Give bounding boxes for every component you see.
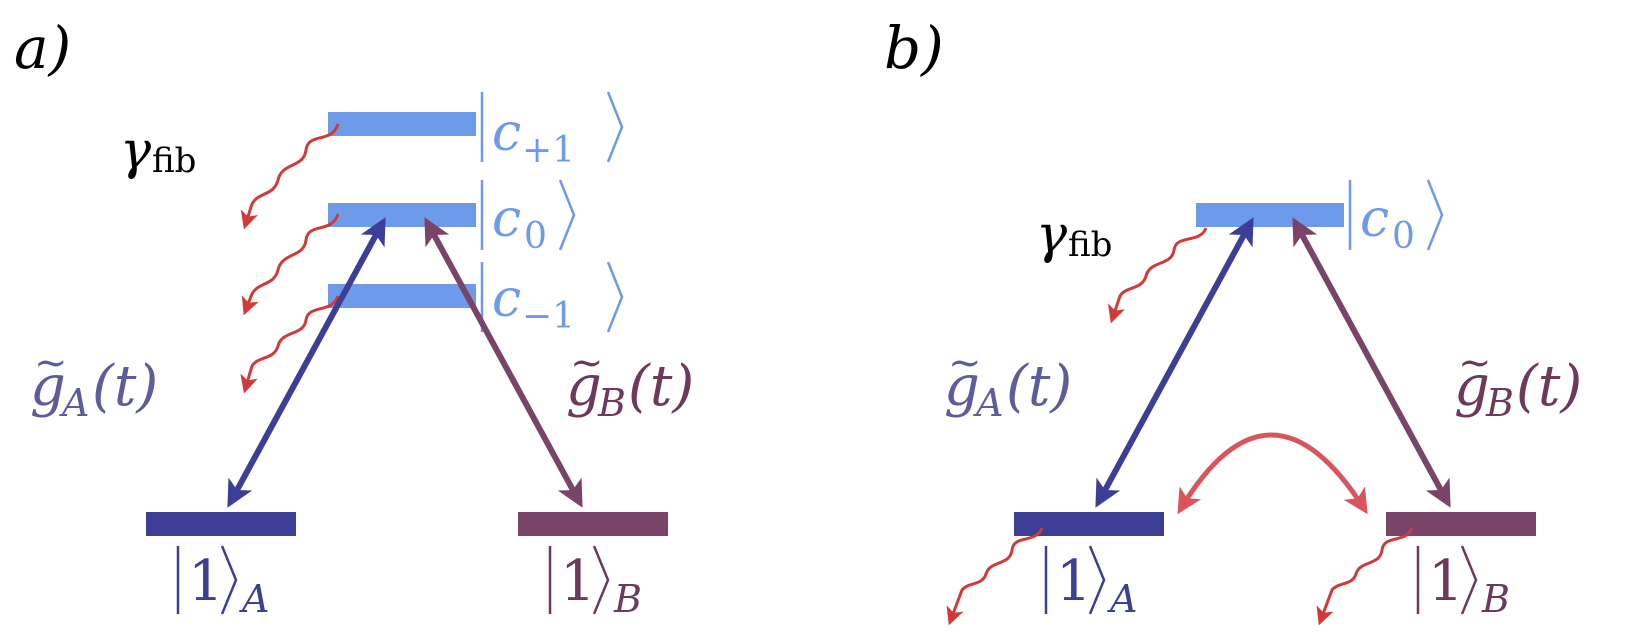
- svg-text:~: ~: [1458, 340, 1492, 386]
- svg-text:(t): (t): [1006, 354, 1072, 419]
- svg-text:+1: +1: [522, 130, 575, 171]
- ket-ground-a-b: 1 A: [1044, 545, 1137, 621]
- panel-label-a: a): [14, 14, 71, 82]
- decay-arrow-ground-b: [1316, 527, 1414, 626]
- svg-text:~: ~: [948, 340, 982, 386]
- svg-text:A: A: [239, 577, 269, 621]
- panel-a: a) c +1 c 0 c −1 γ fib: [14, 14, 694, 621]
- svg-text:γ: γ: [1036, 205, 1068, 265]
- svg-text:1: 1: [1056, 549, 1092, 614]
- svg-text:0: 0: [524, 216, 547, 257]
- ket-ground-a: 1 A: [176, 545, 269, 621]
- ket-c0-b: c 0: [1348, 179, 1444, 257]
- svg-text:B: B: [613, 577, 642, 621]
- coupling-arrow-b-b: [1292, 217, 1451, 508]
- coupling-label-b: g ~ B (t): [566, 340, 694, 425]
- ket-c-plus1: c +1: [480, 91, 624, 171]
- ground-level-a-b: [1014, 512, 1164, 536]
- ket-c0: c 0: [480, 179, 576, 257]
- ket-ground-b-b: 1 B: [1416, 545, 1510, 621]
- svg-text:A: A: [1107, 577, 1137, 621]
- decay-arrow-ground-a: [946, 527, 1044, 626]
- svg-text:c: c: [492, 103, 521, 163]
- svg-text:c: c: [492, 269, 521, 329]
- svg-text:B: B: [597, 381, 626, 425]
- ground-level-a: [146, 512, 296, 536]
- coupling-arrow-b: [424, 217, 583, 508]
- svg-text:g: g: [30, 354, 66, 419]
- svg-text:c: c: [1360, 189, 1389, 249]
- coupling-label-a-b: g ~ A (t): [944, 340, 1072, 425]
- svg-text:A: A: [973, 381, 1003, 425]
- svg-text:B: B: [1485, 381, 1514, 425]
- svg-text:g: g: [566, 354, 602, 419]
- coupling-arrow-a-b: [1095, 217, 1254, 508]
- svg-text:A: A: [59, 381, 89, 425]
- decay-arrow-c0: [241, 213, 340, 316]
- svg-text:fib: fib: [152, 141, 196, 181]
- svg-text:~: ~: [34, 340, 68, 386]
- svg-text:g: g: [1454, 354, 1490, 419]
- svg-text:γ: γ: [120, 121, 152, 181]
- svg-text:c: c: [492, 189, 521, 249]
- coupling-label-a: g ~ A (t): [30, 340, 158, 425]
- svg-text:(t): (t): [628, 354, 694, 419]
- level-c0: [328, 203, 476, 227]
- panel-label-b: b): [884, 14, 944, 82]
- svg-text:B: B: [1481, 577, 1510, 621]
- ground-level-b: [518, 512, 668, 536]
- gamma-fib-label-b: γ fib: [1036, 205, 1112, 265]
- level-c-plus1: [328, 112, 476, 136]
- svg-text:g: g: [944, 354, 980, 419]
- gamma-fib-label-a: γ fib: [120, 121, 196, 181]
- panel-b: b) c 0 γ fib g ~ A (t) g ~ B (t): [884, 14, 1582, 626]
- svg-text:1: 1: [188, 549, 224, 614]
- exchange-arrow: [1177, 432, 1368, 515]
- ket-c-minus1: c −1: [480, 261, 624, 337]
- svg-text:1: 1: [1428, 549, 1464, 614]
- decay-arrow-c-minus1: [240, 295, 340, 394]
- svg-text:1: 1: [560, 549, 596, 614]
- svg-text:(t): (t): [1516, 354, 1582, 419]
- level-c0-b: [1196, 203, 1344, 227]
- svg-text:~: ~: [570, 340, 604, 386]
- svg-text:fib: fib: [1068, 225, 1112, 265]
- decay-arrow-c-plus1: [240, 123, 340, 230]
- coupling-label-b-b: g ~ B (t): [1454, 340, 1582, 425]
- svg-text:0: 0: [1392, 216, 1415, 257]
- coupling-arrow-a: [227, 217, 386, 508]
- decay-arrow-cavity-b: [1108, 227, 1208, 324]
- svg-text:−1: −1: [522, 296, 575, 337]
- svg-text:(t): (t): [92, 354, 158, 419]
- ket-ground-b: 1 B: [548, 545, 642, 621]
